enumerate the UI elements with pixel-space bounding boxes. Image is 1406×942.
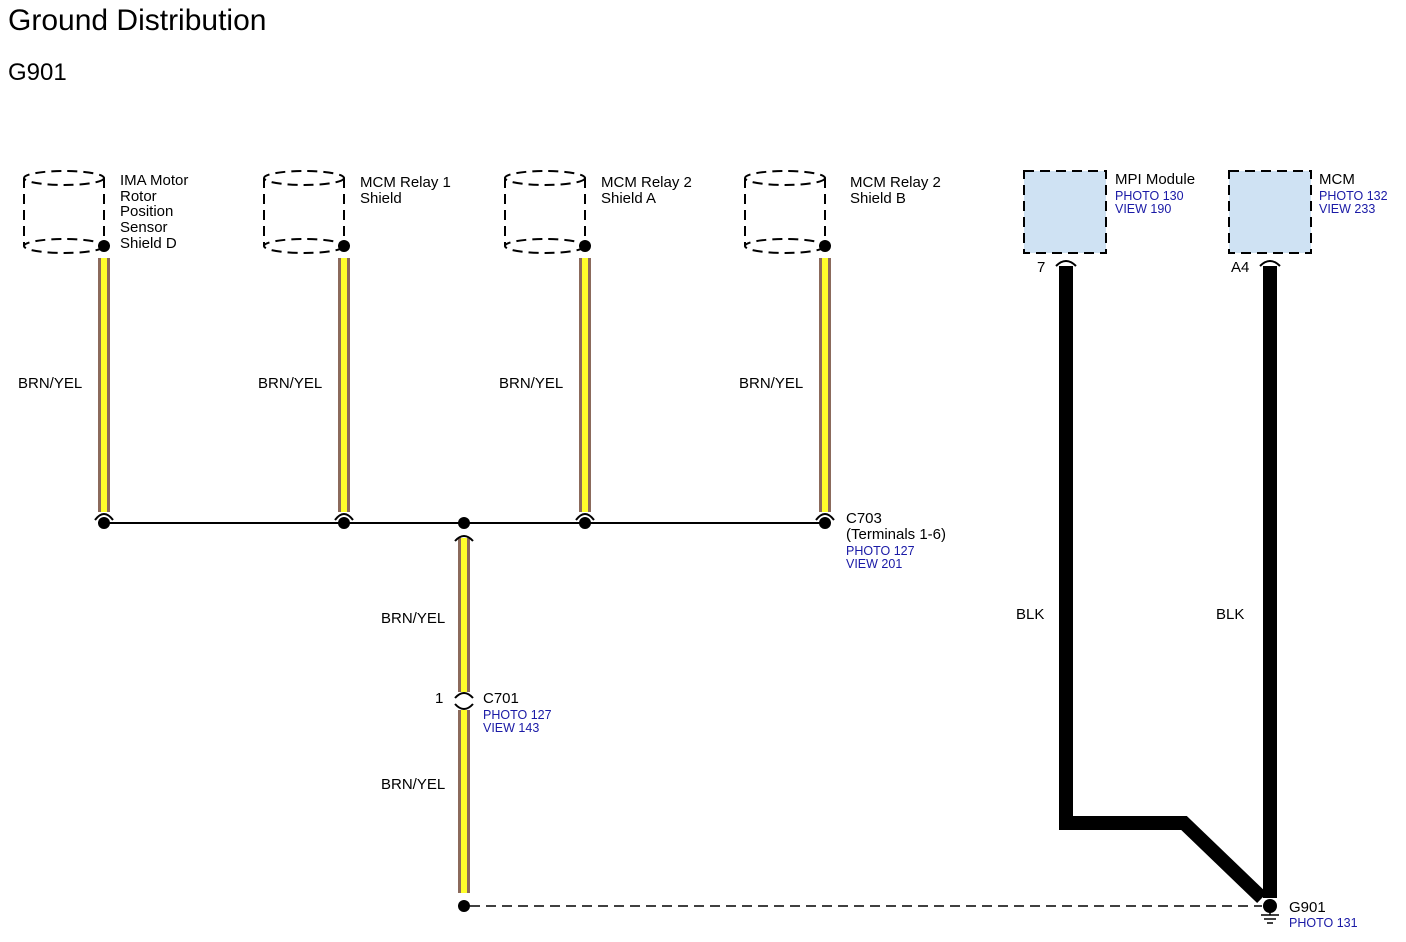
wire-color-label: BRN/YEL: [258, 375, 322, 392]
shield-component-mcm-relay-1[interactable]: MCM Relay 1 Shield: [263, 170, 455, 254]
wire-color-label: BRN/YEL: [18, 375, 82, 392]
c703-photo-link[interactable]: PHOTO 127: [846, 544, 915, 558]
connector-name: C701: [483, 690, 519, 707]
connector-terminals: (Terminals 1-6): [846, 526, 946, 543]
wire-color-label: BRN/YEL: [739, 375, 803, 392]
ground-name: G901: [1289, 899, 1326, 916]
shield-cylinder-icon: [23, 170, 105, 254]
terminal-dot: [98, 517, 110, 529]
c701-view-link[interactable]: VIEW 143: [483, 721, 539, 735]
module-name: MCM: [1319, 171, 1355, 188]
module-box: [1023, 170, 1107, 254]
mpi-view-link[interactable]: VIEW 190: [1115, 202, 1171, 216]
c703-view-link[interactable]: VIEW 201: [846, 557, 902, 571]
wire-color-label: BRN/YEL: [381, 776, 445, 793]
terminal-dot: [819, 240, 831, 252]
module-pin-number: 7: [1037, 259, 1045, 276]
connector-c701-icon: [454, 692, 474, 710]
shield-component-label: IMA Motor Rotor Position Sensor Shield D: [120, 172, 193, 252]
wire-color-label: BLK: [1016, 606, 1044, 623]
terminal-dot: [579, 240, 591, 252]
shield-component-label: MCM Relay 2 Shield B: [850, 174, 945, 207]
connector-bracket-icon: [94, 513, 835, 521]
terminal-dot: [1263, 899, 1277, 913]
terminal-dot: [458, 900, 470, 912]
connector-name: C703: [846, 510, 882, 527]
module-mpi[interactable]: MPI Module: [1023, 170, 1195, 254]
connector-pin-number: 1: [435, 690, 443, 707]
mpi-photo-link[interactable]: PHOTO 130: [1115, 189, 1184, 203]
wire-color-label: BRN/YEL: [499, 375, 563, 392]
blk-wire-mpi[interactable]: [1059, 266, 1267, 904]
shield-component-ima-motor[interactable]: IMA Motor Rotor Position Sensor Shield D: [23, 170, 193, 254]
connector-c703: C703 (Terminals 1-6): [846, 510, 946, 543]
connector-bracket-icon: [454, 535, 474, 542]
wire-color-label: BLK: [1216, 606, 1244, 623]
connector-bracket-icon: [1055, 260, 1281, 267]
shield-cylinder-icon: [263, 170, 345, 254]
terminal-dot: [338, 517, 350, 529]
shield-cylinder-icon: [744, 170, 826, 254]
module-pin-number: A4: [1231, 259, 1249, 276]
terminal-dot: [579, 517, 591, 529]
terminal-dot: [98, 240, 110, 252]
terminal-dot: [338, 240, 350, 252]
ground-g901[interactable]: G901: [1261, 899, 1326, 924]
module-mcm[interactable]: MCM: [1228, 170, 1355, 254]
ground-symbol-icon: [1261, 912, 1279, 924]
shield-component-label: MCM Relay 1 Shield: [360, 174, 455, 207]
diagram-title: Ground Distribution: [8, 4, 266, 37]
mcm-photo-link[interactable]: PHOTO 132: [1319, 189, 1388, 203]
shield-component-mcm-relay-2-b[interactable]: MCM Relay 2 Shield B: [744, 170, 945, 254]
wire-color-label: BRN/YEL: [381, 610, 445, 627]
splice-point: [458, 517, 470, 529]
terminal-dot: [819, 517, 831, 529]
shield-component-label: MCM Relay 2 Shield A: [601, 174, 696, 207]
shield-component-mcm-relay-2-a[interactable]: MCM Relay 2 Shield A: [504, 170, 696, 254]
module-name: MPI Module: [1115, 171, 1195, 188]
shield-cylinder-icon: [504, 170, 586, 254]
mcm-view-link[interactable]: VIEW 233: [1319, 202, 1375, 216]
module-box: [1228, 170, 1312, 254]
c701-photo-link[interactable]: PHOTO 127: [483, 708, 552, 722]
diagram-subtitle: G901: [8, 59, 67, 86]
ground-photo-link[interactable]: PHOTO 131: [1289, 916, 1358, 930]
